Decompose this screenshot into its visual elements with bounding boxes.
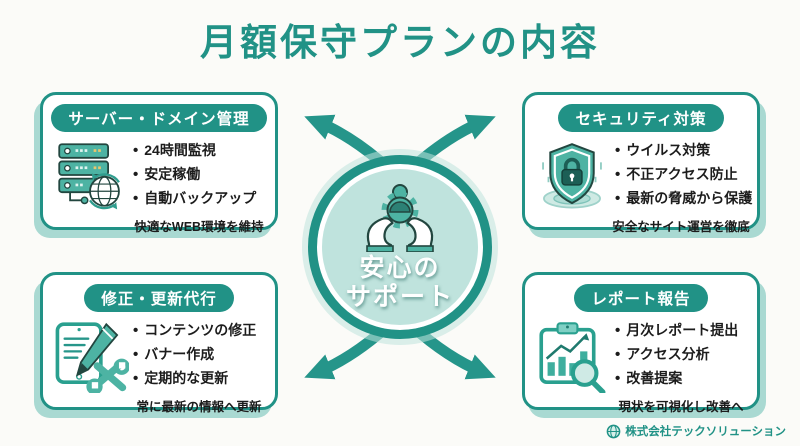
card-security: セキュリティ対策 ウイル: [522, 92, 760, 234]
bullet-item: 改善提案: [615, 367, 738, 391]
hands-gear-support-icon: [366, 184, 434, 252]
card-server-domain-header: サーバー・ドメイン管理: [51, 104, 267, 132]
bullet-item: 不正アクセス防止: [615, 163, 752, 187]
card-security-bullets: ウイルス対策 不正アクセス防止 最新の脅威から保護: [615, 139, 752, 212]
bullet-item: 最新の脅威から保護: [615, 187, 752, 211]
card-report-note: 現状を可視化し改善へ: [618, 400, 744, 414]
card-report-bullets: 月次レポート提出 アクセス分析 改善提案: [615, 319, 738, 392]
card-update-agency: 修正・更新代行: [40, 272, 278, 414]
tablet-pencil-wrench-icon: [49, 314, 131, 396]
report-chart-magnifier-icon: [531, 314, 613, 396]
shield-lock-icon: [531, 134, 613, 216]
card-server-domain-note: 快適なWEB環境を維持: [134, 220, 264, 234]
server-globe-icon: [49, 134, 131, 216]
company-name: 株式会社テックソリューション: [625, 426, 786, 438]
card-server-domain-bullets: 24時間監視 安定稼働 自動バックアップ: [133, 139, 256, 212]
bullet-item: 安定稼働: [133, 163, 256, 187]
center-support-label: 安心の サポート: [345, 254, 454, 311]
bullet-item: ウイルス対策: [615, 139, 752, 163]
bullet-item: 24時間監視: [133, 139, 256, 163]
card-update-agency-header: 修正・更新代行: [84, 284, 234, 312]
card-server-domain: サーバー・ドメイン管理: [40, 92, 278, 234]
page-title: 月額保守プランの内容: [200, 22, 600, 63]
card-update-agency-bullets: コンテンツの修正 バナー作成 定期的な更新: [133, 319, 256, 392]
center-support-badge: 安心の サポート: [308, 155, 492, 339]
card-security-note: 安全なサイト運営を徹底: [612, 220, 750, 234]
card-security-header: セキュリティ対策: [558, 104, 724, 132]
globe-icon: [606, 424, 621, 438]
bullet-item: 月次レポート提出: [615, 319, 738, 343]
bullet-item: アクセス分析: [615, 343, 738, 367]
card-report: レポート報告: [522, 272, 760, 414]
card-report-header: レポート報告: [574, 284, 708, 312]
bullet-item: 定期的な更新: [133, 367, 256, 391]
bullet-item: 自動バックアップ: [133, 187, 256, 211]
bullet-item: コンテンツの修正: [133, 319, 256, 343]
company-logo: 株式会社テックソリューション: [606, 423, 786, 439]
bullet-item: バナー作成: [133, 343, 256, 367]
card-update-agency-note: 常に最新の情報へ更新: [136, 400, 262, 414]
